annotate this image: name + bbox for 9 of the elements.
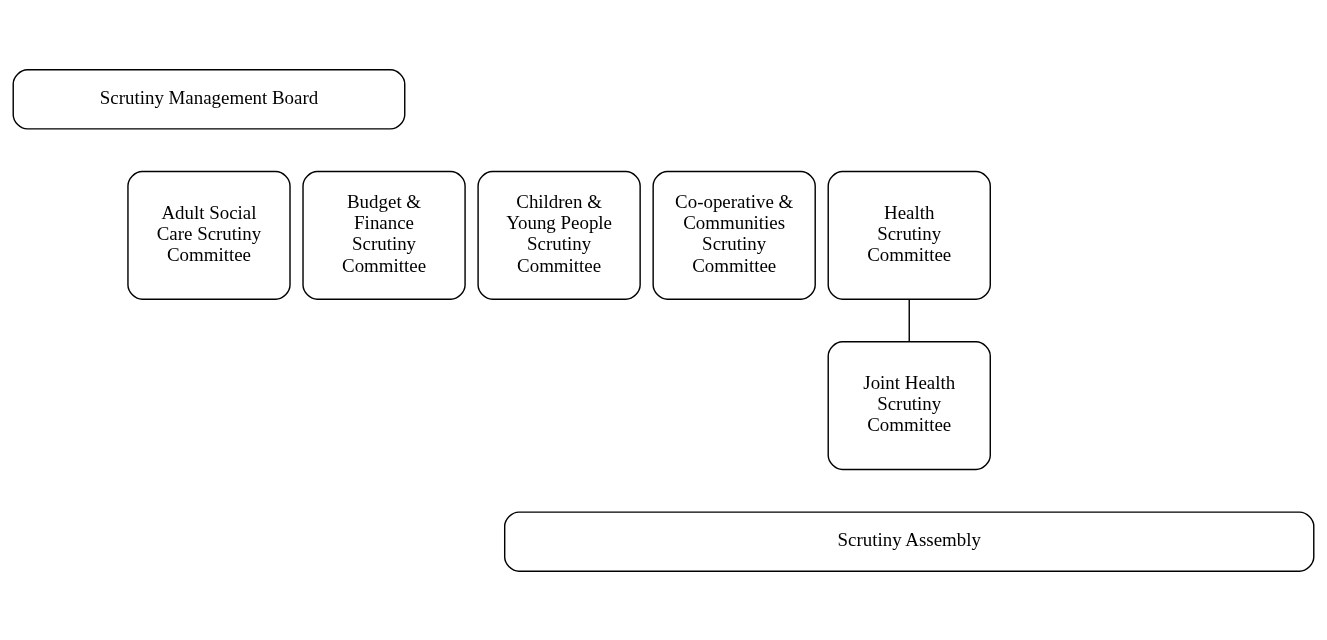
node-box: Adult Social Care Scrutiny Committee (127, 170, 291, 300)
node-box: Children & Young People Scrutiny Committee (477, 170, 641, 300)
node-box: Co-operative & Communities Scrutiny Committee (652, 170, 816, 300)
connector (908, 298, 910, 342)
node-box: Scrutiny Management Board (12, 68, 406, 130)
node-box: Health Scrutiny Committee (827, 170, 991, 300)
node-box: Scrutiny Assembly (504, 510, 1315, 572)
node-box: Joint Health Scrutiny Committee (827, 340, 991, 470)
node-box: Budget & Finance Scrutiny Committee (302, 170, 466, 300)
